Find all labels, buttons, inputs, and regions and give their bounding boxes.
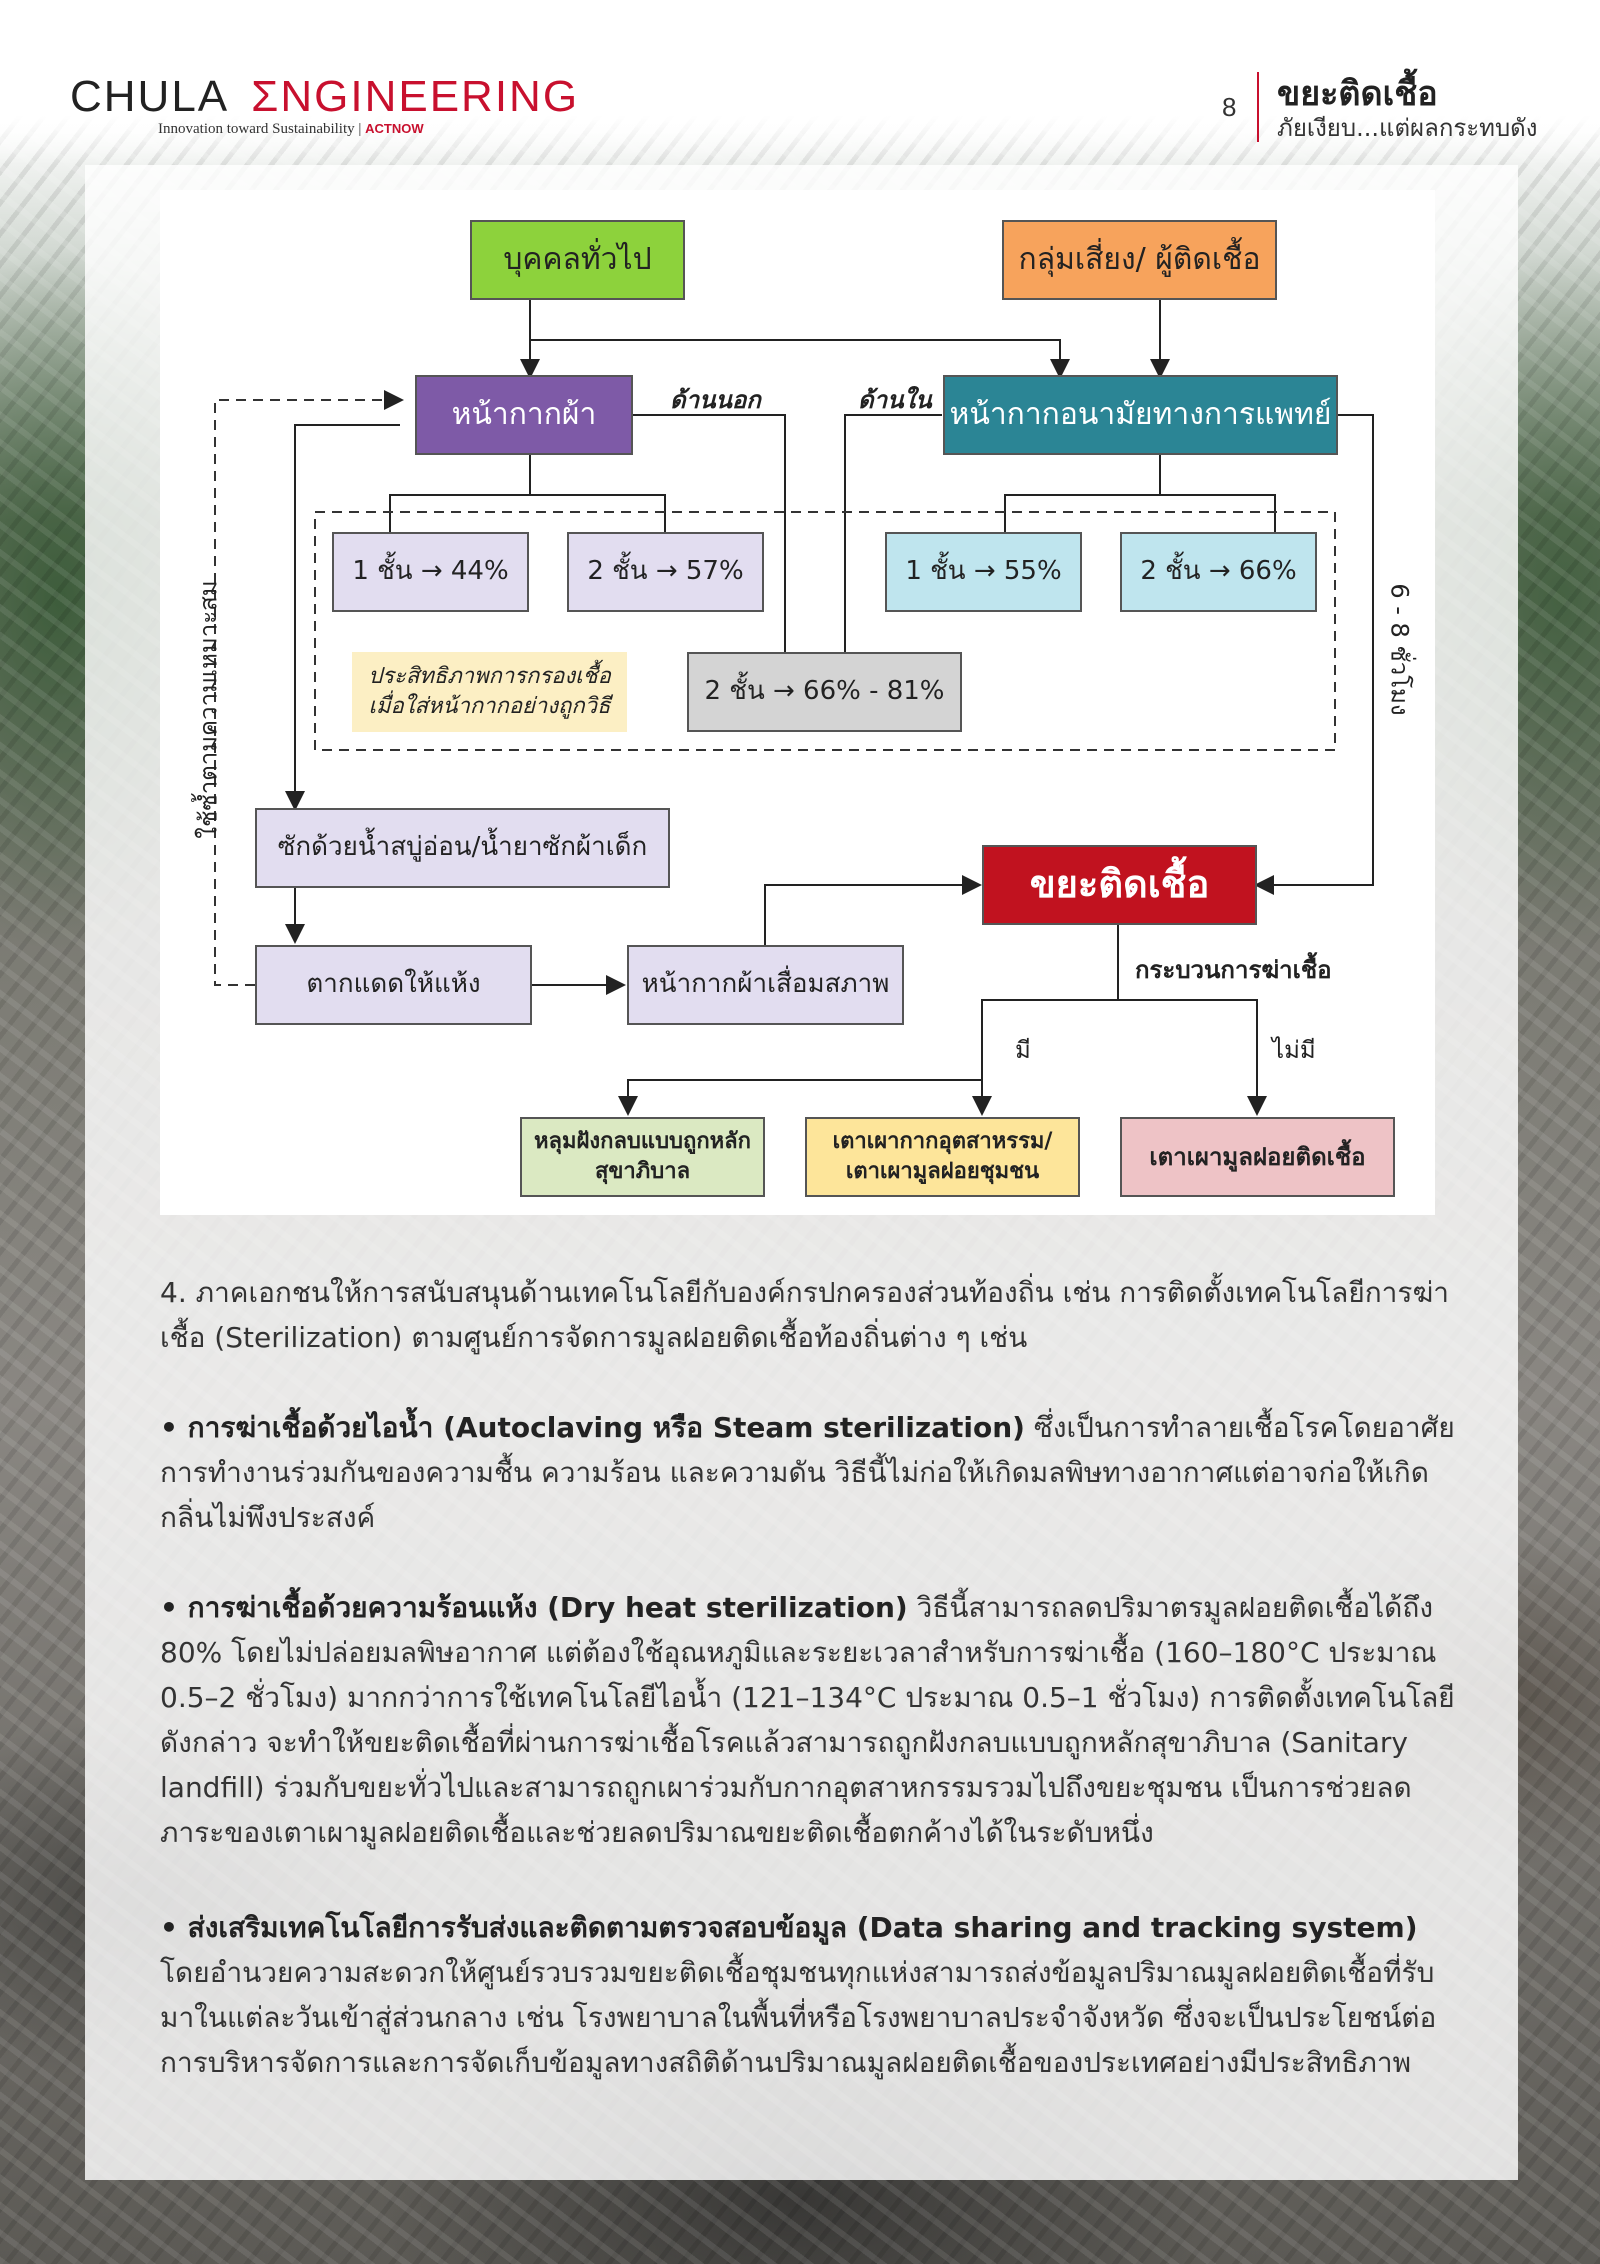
no-label: ไม่มี bbox=[1272, 1036, 1316, 1064]
industrial-incinerator-line-2: เตาเผามูลฝอยชุมชน bbox=[845, 1159, 1040, 1184]
header-divider bbox=[1257, 72, 1259, 142]
outside-label: ด้านนอก bbox=[670, 386, 761, 414]
wash-box: ซักด้วยน้ำสบู่อ่อน/น้ำยาซักผ้าเด็ก bbox=[255, 808, 670, 888]
dry-heat-text: วิธีนี้สามารถลดปริมาตรมูลฝอยติดเชื้อได้ถ… bbox=[160, 1591, 1455, 1849]
data-tracking-text: โดยอำนวยความสะดวกให้ศูนย์รวบรวมขยะติดเชื… bbox=[160, 1956, 1437, 2079]
cloth-mask-box: หน้ากากผ้า bbox=[415, 375, 633, 455]
medical-mask-box: หน้ากากอนามัยทางการแพทย์ bbox=[943, 375, 1338, 455]
paragraph-data-tracking: • ส่งเสริมเทคโนโลยีการรับส่งและติดตามตรว… bbox=[160, 1905, 1460, 2085]
paragraph-dry-heat: • การฆ่าเชื้อด้วยความร้อนแห้ง (Dry heat … bbox=[160, 1585, 1460, 1855]
logo-tagline: Innovation toward Sustainability | ACTNO… bbox=[158, 121, 424, 138]
paragraph-steam-sterilization: • การฆ่าเชื้อด้วยไอน้ำ (Autoclaving หรือ… bbox=[160, 1405, 1460, 1540]
logo-chula: CHULA bbox=[70, 72, 230, 121]
dry-heat-heading: • การฆ่าเชื้อด้วยความร้อนแห้ง (Dry heat … bbox=[160, 1591, 908, 1624]
industrial-incinerator-box: เตาเผากากอุตสาหรรม/ เตาเผามูลฝอยชุมชน bbox=[805, 1117, 1080, 1197]
header-subtitle: ภัยเงียบ...แต่ผลกระทบดัง bbox=[1277, 114, 1538, 142]
combined-2-layer-box: 2 ชั้น → 66% - 81% bbox=[687, 652, 962, 732]
header-title: ขยะติดเชื้อ bbox=[1277, 74, 1438, 114]
steam-sterilization-heading: • การฆ่าเชื้อด้วยไอน้ำ (Autoclaving หรือ… bbox=[160, 1411, 1025, 1444]
data-tracking-heading: • ส่งเสริมเทคโนโลยีการรับส่งและติดตามตรว… bbox=[160, 1911, 1418, 1944]
sun-dry-box: ตากแดดให้แห้ง bbox=[255, 945, 532, 1025]
sterilization-process-label: กระบวนการฆ่าเชื้อ bbox=[1135, 956, 1332, 984]
logo-engineering: ΣNGINEERING bbox=[251, 72, 580, 121]
tagline-text: Innovation toward Sustainability bbox=[158, 121, 355, 137]
risk-group-box: กลุ่มเสี่ยง/ ผู้ติดเชื้อ bbox=[1002, 220, 1277, 300]
medical-1-layer-box: 1 ชั้น → 55% bbox=[885, 532, 1082, 612]
hours-label: 6 - 8 ชั่วโมง bbox=[1385, 583, 1414, 716]
degraded-mask-box: หน้ากากผ้าเสื่อมสภาพ bbox=[627, 945, 904, 1025]
sanitary-landfill-line-2: สุขาภิบาล bbox=[594, 1159, 691, 1184]
actnow-mark: ACTNOW bbox=[365, 121, 424, 136]
efficiency-note-line-1: ประสิทธิภาพการกรองเชื้อ bbox=[368, 664, 611, 690]
infectious-waste-box: ขยะติดเชื้อ bbox=[982, 845, 1257, 925]
mask-flow-diagram: บุคคลทั่วไป กลุ่มเสี่ยง/ ผู้ติดเชื้อ หน้… bbox=[160, 190, 1435, 1215]
page-header: CHULA ΣNGINEERING Innovation toward Susta… bbox=[0, 0, 1600, 165]
page-number: 8 bbox=[1222, 92, 1237, 122]
steam-sterilization-text: ซึ่งเป็นการทำลายเชื้อโรคโดยอาศัยการทำงาน… bbox=[160, 1411, 1455, 1534]
paragraph-private-sector: 4. ภาคเอกชนให้การสนับสนุนด้านเทคโนโลยีกั… bbox=[160, 1276, 1449, 1354]
yes-label: มี bbox=[1015, 1036, 1031, 1064]
sanitary-landfill-box: หลุมฝังกลบแบบถูกหลัก สุขาภิบาล bbox=[520, 1117, 765, 1197]
reuse-label: ใช้ซ้ำตามความเหมาะสม bbox=[194, 580, 223, 839]
efficiency-note: ประสิทธิภาพการกรองเชื้อ เมื่อใส่หน้ากากอ… bbox=[352, 652, 627, 732]
efficiency-note-line-2: เมื่อใส่หน้ากากอย่างถูกวิธี bbox=[368, 694, 611, 719]
diagram-connectors bbox=[214, 298, 1374, 1116]
sanitary-landfill-line-1: หลุมฝังกลบแบบถูกหลัก bbox=[534, 1129, 751, 1155]
cloth-1-layer-box: 1 ชั้น → 44% bbox=[332, 532, 529, 612]
inside-label: ด้านใน bbox=[858, 386, 932, 414]
chula-engineering-logo: CHULA ΣNGINEERING bbox=[70, 72, 579, 122]
cloth-2-layer-box: 2 ชั้น → 57% bbox=[567, 532, 764, 612]
tagline-separator: | bbox=[358, 121, 362, 137]
infectious-incinerator-box: เตาเผามูลฝอยติดเชื้อ bbox=[1120, 1117, 1395, 1197]
medical-2-layer-box: 2 ชั้น → 66% bbox=[1120, 532, 1317, 612]
industrial-incinerator-line-1: เตาเผากากอุตสาหรรม/ bbox=[832, 1129, 1053, 1155]
general-public-box: บุคคลทั่วไป bbox=[470, 220, 685, 300]
